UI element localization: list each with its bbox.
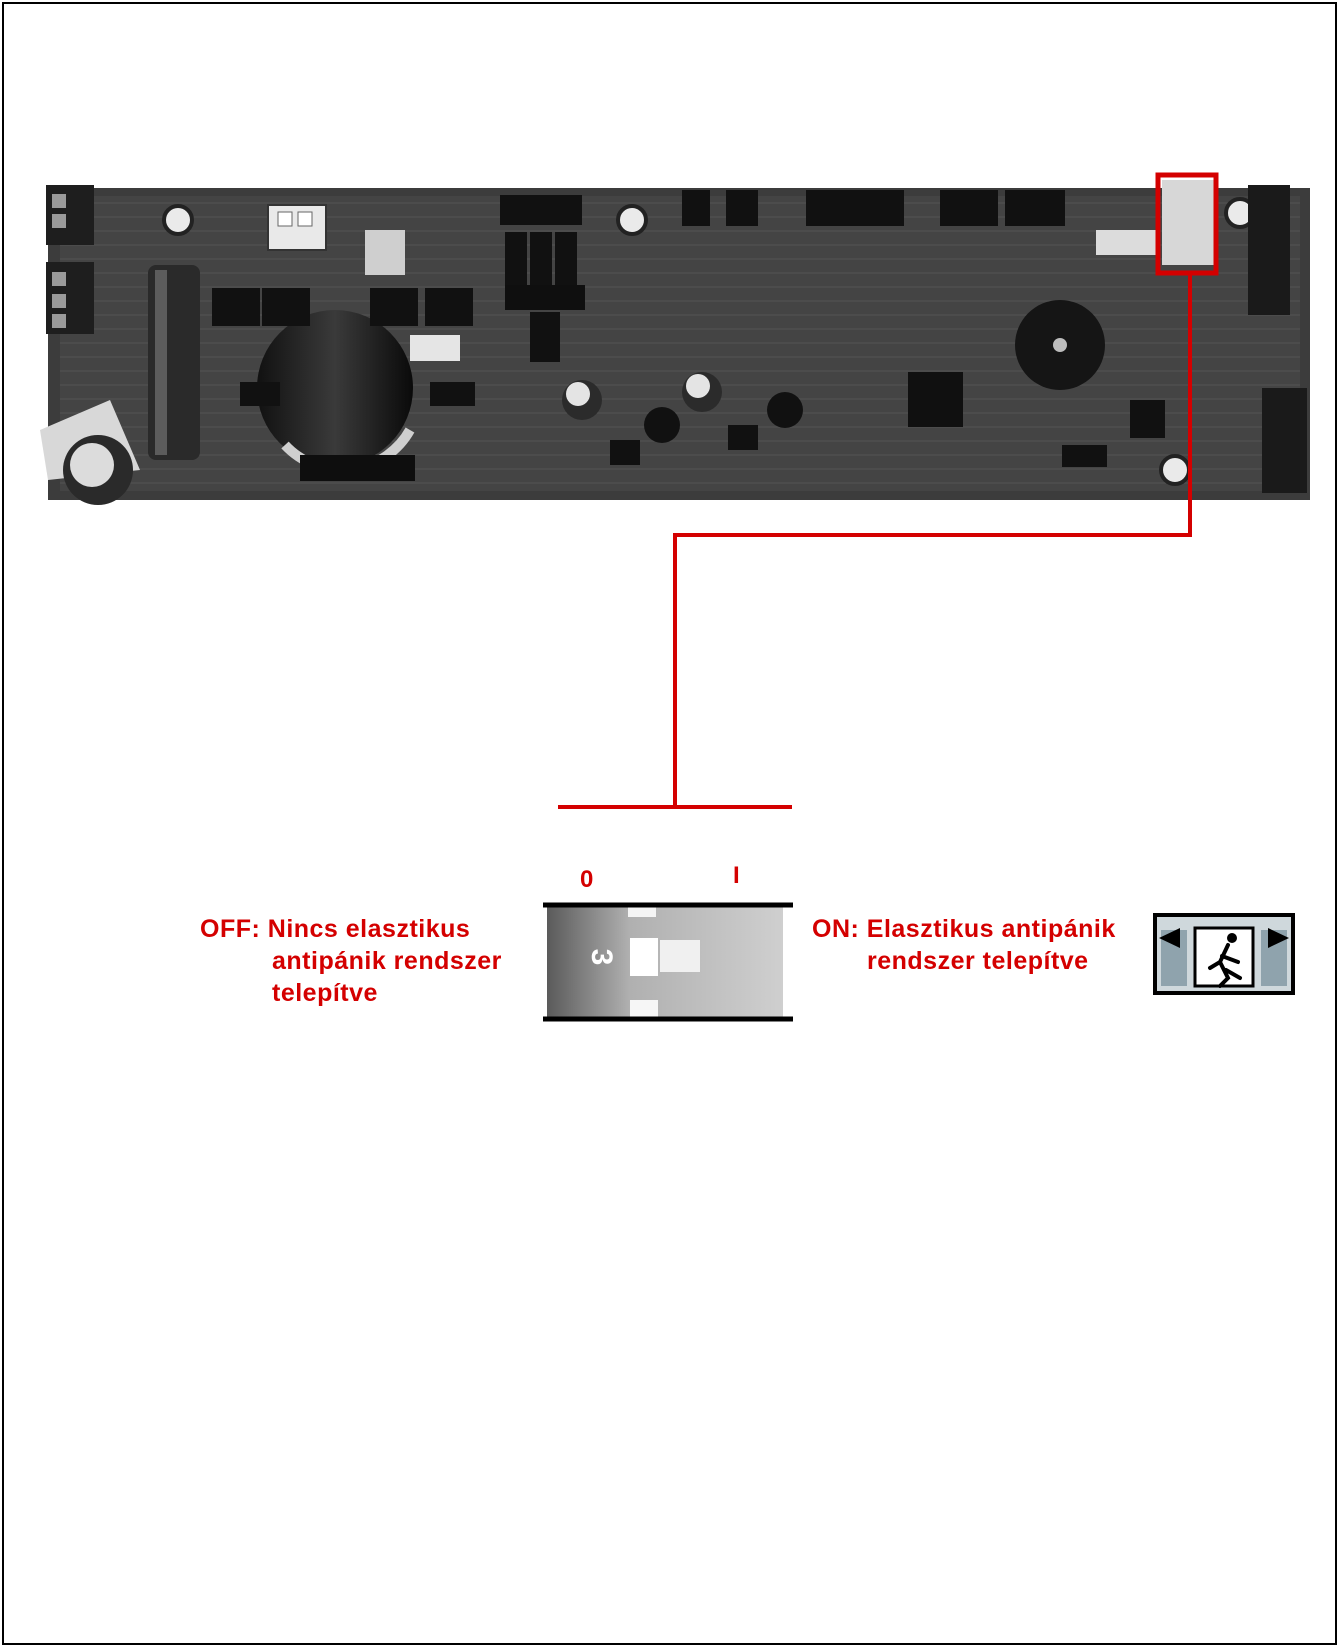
running-man-exit-icon (1155, 915, 1293, 993)
switch-slot (630, 938, 658, 976)
switch-lever (660, 940, 700, 972)
large-capacitor (257, 310, 413, 466)
switch-number: 3 (585, 949, 618, 966)
position-on-mark: I (733, 862, 740, 890)
on-label: ON: Elasztikus antipánik rendszer telepí… (812, 913, 1116, 977)
board-dip-switch (1162, 180, 1214, 265)
off-label: OFF: Nincs elasztikus antipánik rendszer… (200, 913, 502, 1009)
position-off-mark: 0 (580, 866, 593, 894)
microcontroller (908, 372, 963, 427)
off-label-line1: OFF: Nincs elasztikus (200, 913, 502, 945)
on-label-line2: rendszer telepítve (812, 945, 1116, 977)
pcb-board (40, 180, 1310, 505)
dip-switch-zoom: 3 (543, 905, 793, 1019)
off-label-line2: antipánik rendszer (200, 945, 502, 977)
off-label-line3: telepítve (200, 977, 502, 1009)
on-label-line1: ON: Elasztikus antipánik (812, 913, 1116, 945)
